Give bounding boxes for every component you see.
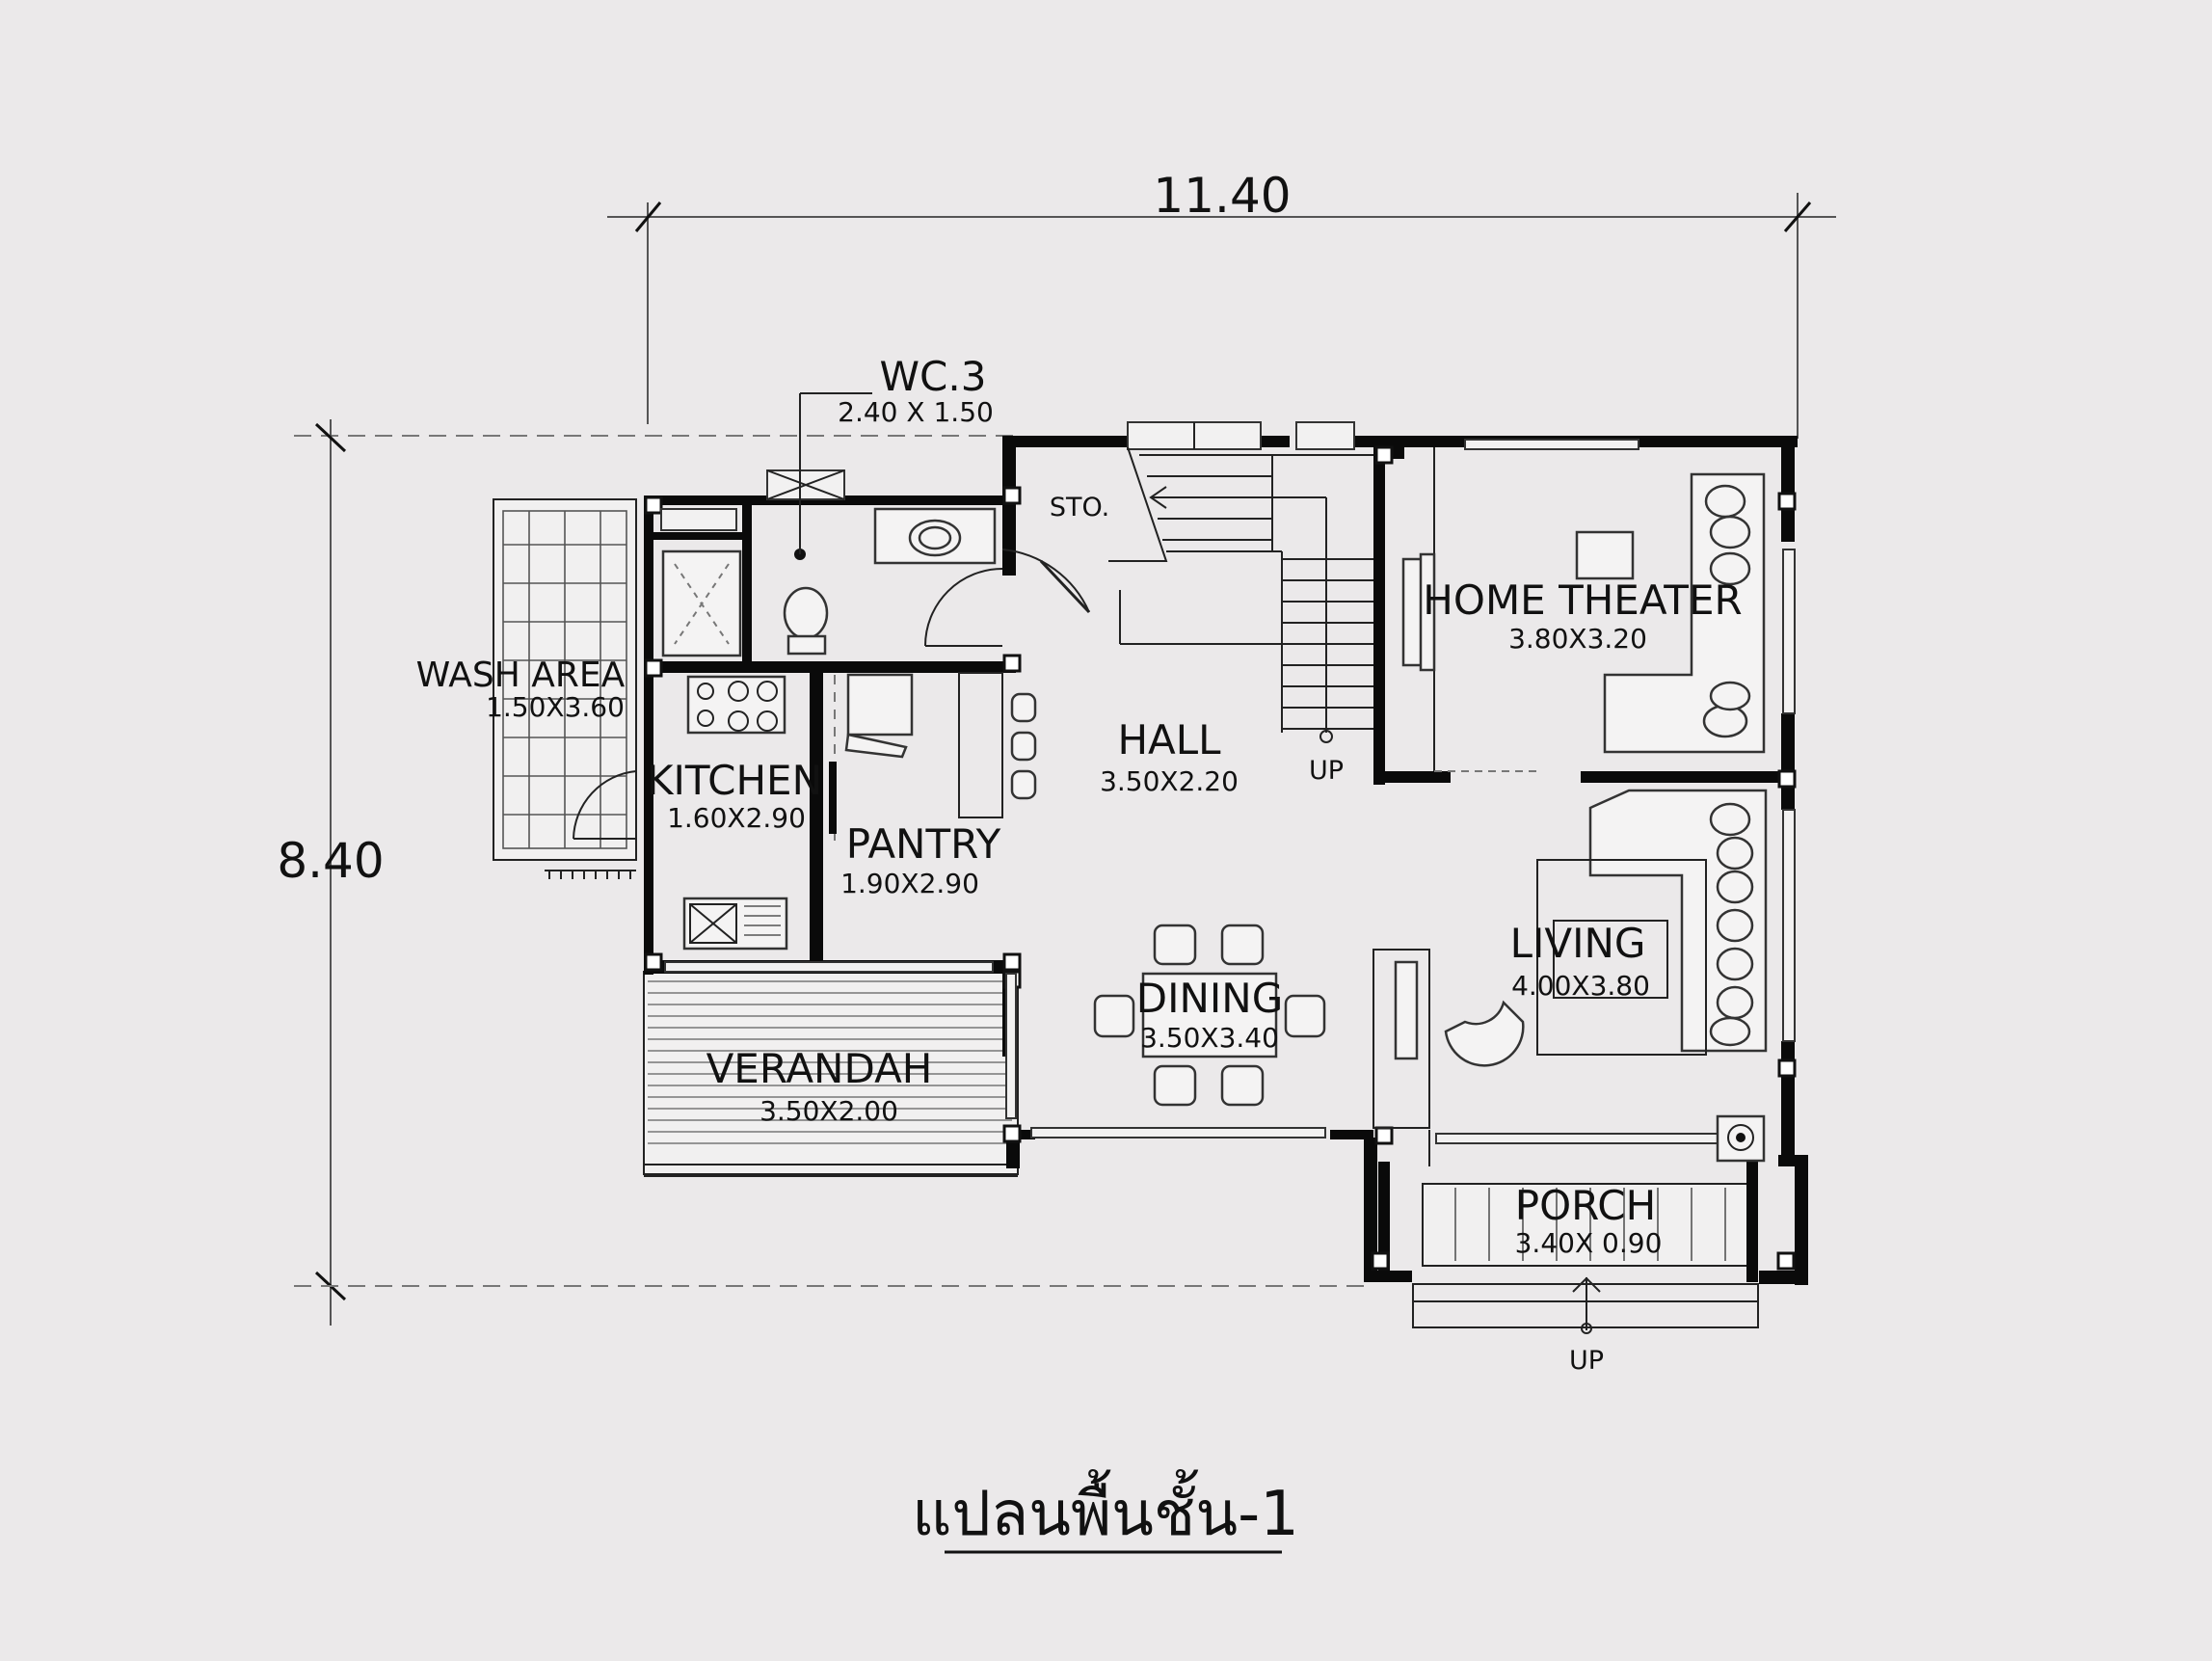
width-dimension: 11.40 [1153, 168, 1291, 224]
home-theater-size: 3.80X3.20 [1508, 623, 1647, 655]
wc-size: 2.40 X 1.50 [838, 396, 994, 428]
windows [660, 421, 1796, 1144]
wash-area-size: 1.50X3.60 [486, 691, 625, 723]
hall-size: 3.50X2.20 [1100, 765, 1239, 797]
verandah-deck [643, 971, 1019, 1177]
pantry-fixtures [844, 672, 1037, 818]
porch-size: 3.40X 0.90 [1515, 1227, 1663, 1259]
column-markers [644, 445, 1797, 1271]
porch-up-label: UP [1569, 1346, 1604, 1376]
wc-name: WC.3 [880, 353, 987, 400]
living-size: 4.00X3.80 [1511, 970, 1650, 1002]
wc-fixtures [783, 392, 1003, 656]
verandah-name: VERANDAH [706, 1045, 933, 1092]
kitchen-size: 1.60X2.90 [667, 802, 806, 834]
living-name: LIVING [1510, 920, 1646, 967]
stair-up-label: UP [1309, 756, 1344, 786]
porch-slab [1412, 1183, 1759, 1334]
dining-size: 3.50X3.40 [1140, 1022, 1279, 1054]
plan-title: แปลนพื้นชั้น-1 [912, 1469, 1299, 1550]
store-name: STO. [1050, 493, 1109, 522]
kitchen-name: KITCHEN [647, 757, 822, 804]
home-theater-furniture [1401, 447, 1766, 772]
shower-tray [661, 549, 742, 657]
store-and-stairs [1001, 446, 1373, 743]
wash-area-pad [493, 498, 637, 879]
living-furniture [1373, 789, 1768, 1166]
kitchen-fixtures [682, 675, 837, 951]
verandah-size: 3.50X2.00 [760, 1095, 898, 1127]
pantry-name: PANTRY [846, 820, 1001, 868]
dining-table [1093, 924, 1326, 1107]
pantry-size: 1.90X2.90 [840, 868, 979, 899]
dimension-lines [294, 193, 1836, 1326]
room-labels: WC.3 2.40 X 1.50 STO. HOME THEATER 3.80X… [416, 353, 1743, 1376]
hall-name: HALL [1117, 716, 1221, 764]
depth-dimension: 8.40 [277, 833, 384, 889]
wash-area-name: WASH AREA [416, 656, 626, 695]
porch-name: PORCH [1515, 1182, 1656, 1229]
dining-name: DINING [1136, 975, 1284, 1022]
home-theater-name: HOME THEATER [1423, 576, 1742, 624]
